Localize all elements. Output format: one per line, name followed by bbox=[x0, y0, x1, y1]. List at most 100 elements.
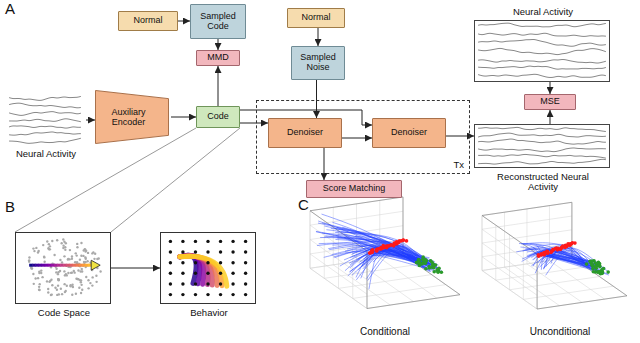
latent-trajectory bbox=[356, 255, 428, 277]
fixed-point-dot bbox=[402, 238, 406, 242]
grid-line bbox=[339, 275, 432, 289]
target-dot bbox=[219, 272, 222, 275]
latent-trajectory bbox=[540, 250, 591, 270]
latent-point bbox=[55, 268, 57, 270]
latent-sweep bbox=[69, 264, 73, 267]
target-dot bbox=[244, 272, 247, 275]
latent-point bbox=[74, 261, 76, 263]
latent-point bbox=[43, 256, 45, 258]
axis-line bbox=[537, 296, 627, 309]
plot-caption: Unconditional bbox=[510, 326, 610, 337]
latent-point bbox=[28, 256, 30, 258]
axis-line bbox=[367, 295, 460, 309]
fixed-point-dot bbox=[570, 242, 574, 246]
target-dot bbox=[181, 250, 184, 253]
endpoint-dot bbox=[423, 261, 427, 265]
latent-trajectory bbox=[318, 221, 428, 264]
latent-point bbox=[59, 259, 61, 261]
latent-trajectory bbox=[337, 232, 419, 262]
latent-point bbox=[34, 277, 36, 279]
grid-line bbox=[310, 197, 403, 211]
latent-point bbox=[89, 282, 91, 284]
neural-activity-panel: Neural Activity bbox=[474, 20, 610, 82]
sweep-head bbox=[91, 260, 100, 270]
flow-arrow bbox=[318, 28, 319, 46]
target-dot bbox=[206, 240, 209, 243]
target-dot bbox=[194, 272, 197, 275]
target-dot bbox=[181, 282, 184, 285]
trace-line bbox=[9, 132, 81, 135]
latent-point bbox=[94, 253, 96, 255]
axis-line bbox=[310, 197, 403, 211]
target-dot bbox=[231, 282, 234, 285]
latent-point bbox=[42, 244, 44, 246]
latent-point bbox=[33, 283, 35, 285]
panel-caption: Code Space bbox=[6, 308, 122, 318]
latent-point bbox=[56, 294, 58, 296]
latent-trajectory bbox=[543, 248, 595, 268]
latent-trajectory bbox=[316, 231, 430, 265]
target-dot bbox=[231, 272, 234, 275]
flow-arrow bbox=[111, 268, 160, 269]
latent-point bbox=[58, 279, 60, 281]
latent-point bbox=[51, 293, 53, 295]
latent-sweep bbox=[66, 264, 70, 267]
latent-point bbox=[72, 286, 74, 288]
latent-point bbox=[37, 277, 39, 279]
code-box: Code bbox=[196, 106, 240, 128]
endpoint-dot bbox=[592, 270, 596, 274]
endpoint-dot bbox=[432, 266, 436, 270]
trajectory-plot-3d bbox=[310, 197, 460, 309]
endpoint-dot bbox=[590, 263, 594, 267]
latent-point bbox=[49, 280, 51, 282]
flow-arrow bbox=[550, 82, 551, 94]
latent-point bbox=[75, 254, 77, 256]
endpoint-dot bbox=[597, 262, 601, 266]
latent-point bbox=[63, 283, 65, 285]
sampled-noise-box: Sampled Noise bbox=[291, 46, 345, 80]
latent-point bbox=[84, 256, 86, 258]
latent-point bbox=[63, 270, 65, 272]
latent-point bbox=[76, 243, 78, 245]
latent-trajectory bbox=[326, 230, 441, 271]
endpoint-dot bbox=[594, 265, 598, 269]
normal-box: Normal bbox=[287, 8, 345, 28]
latent-point bbox=[48, 248, 50, 250]
flow-arrow bbox=[324, 148, 325, 180]
endpoint-dot bbox=[420, 262, 424, 266]
illustration bbox=[475, 125, 609, 167]
latent-point bbox=[93, 258, 95, 260]
latent-point bbox=[80, 284, 82, 286]
latent-point bbox=[82, 255, 84, 257]
latent-sweep bbox=[57, 264, 61, 267]
endpoint-dot bbox=[596, 270, 600, 274]
latent-trajectory bbox=[538, 253, 600, 270]
transformer-group: TxDenoiserDenoiser bbox=[256, 100, 470, 174]
latent-point bbox=[86, 260, 88, 262]
latent-point bbox=[95, 281, 97, 283]
latent-trajectory bbox=[363, 250, 437, 272]
target-dot bbox=[194, 293, 197, 296]
latent-point bbox=[71, 283, 73, 285]
fixed-point-dot bbox=[370, 249, 374, 253]
latent-point bbox=[81, 289, 83, 291]
endpoint-dot bbox=[600, 268, 604, 272]
latent-point bbox=[98, 257, 100, 259]
latent-point bbox=[91, 276, 93, 278]
target-dot bbox=[169, 272, 172, 275]
target-dot bbox=[206, 282, 209, 285]
box-label: MMD bbox=[207, 53, 229, 63]
latent-point bbox=[43, 261, 45, 263]
box-label: Normal bbox=[301, 13, 330, 23]
latent-point bbox=[67, 272, 69, 274]
behavior-panel: Behavior bbox=[160, 232, 256, 304]
latent-point bbox=[46, 240, 48, 242]
latent-point bbox=[53, 254, 55, 256]
latent-point bbox=[70, 272, 72, 274]
fixed-point-dot bbox=[405, 239, 409, 243]
latent-point bbox=[56, 239, 58, 241]
latent-sweep bbox=[79, 264, 83, 267]
flow-arrow bbox=[86, 120, 95, 121]
latent-point bbox=[62, 238, 64, 240]
